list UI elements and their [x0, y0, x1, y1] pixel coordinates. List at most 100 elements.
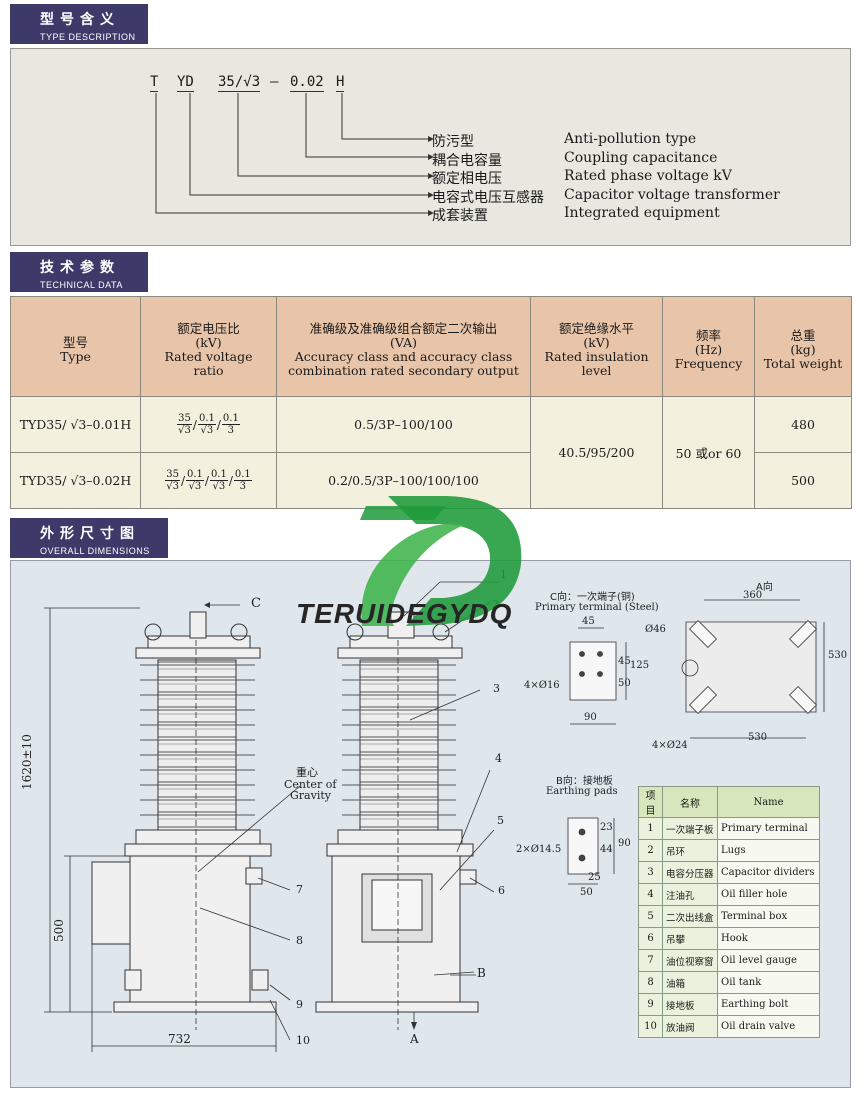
b-dim: 23 — [600, 822, 613, 833]
section-title-zh: 外形尺寸图 — [40, 526, 140, 542]
cell-weight: 500 — [754, 452, 852, 509]
side-elevation-view — [91, 611, 277, 1013]
type-code-capacitance: 0.02 — [290, 74, 324, 92]
type-code-dash: – — [270, 74, 279, 90]
type-label-zh: 耦合电容量 — [432, 153, 502, 169]
callout-4: 4 — [495, 752, 502, 765]
cell-type: TYD35/ √3–0.01H — [10, 396, 141, 453]
c-dim: 45 — [618, 656, 631, 667]
callout-8: 8 — [296, 934, 303, 947]
cell-insulation: 40.5/95/200 — [530, 396, 663, 509]
a-dim: 530 — [828, 650, 848, 661]
header-frequency: 频率(Hz)Frequency — [662, 296, 755, 397]
section-title-en: OVERALL DIMENSIONS — [40, 546, 150, 556]
b-view-earthing-pad — [567, 817, 615, 885]
parts-header-zh: 名称 — [662, 786, 718, 818]
type-label-zh: 防污型 — [432, 134, 474, 150]
type-code-yd: YD — [177, 74, 194, 92]
c-dim: 125 — [630, 660, 650, 671]
a-dim: 530 — [748, 732, 768, 743]
c-holes: 4×Ø16 — [524, 680, 560, 691]
c-view-terminal-plate — [569, 627, 627, 725]
type-label-en: Capacitor voltage transformer — [564, 187, 780, 203]
type-code-voltage: 35/√3 — [218, 74, 261, 92]
parts-header-row: 项目 名称 Name — [638, 786, 820, 818]
header-accuracy: 准确级及准确级组合额定二次输出(VA)Accuracy class and ac… — [276, 296, 531, 397]
type-label-zh: 额定相电压 — [432, 171, 502, 187]
b-dim: 50 — [580, 887, 593, 898]
section-title-zh: 型号含义 — [40, 12, 120, 28]
type-code-leader-lines — [155, 93, 434, 216]
callout-10: 10 — [296, 1034, 310, 1047]
c-direction-label: C — [251, 596, 261, 611]
callout-9: 9 — [296, 998, 303, 1011]
type-label-en: Rated phase voltage kV — [564, 168, 732, 184]
b-direction-label: B — [477, 966, 486, 980]
c-view-subtitle: Primary terminal (Steel) — [535, 602, 659, 613]
callout-6: 6 — [498, 884, 505, 897]
section-title-en: TYPE DESCRIPTION — [40, 32, 136, 42]
type-label-zh: 成套装置 — [432, 208, 488, 224]
type-label-en: Coupling capacitance — [564, 150, 718, 166]
b-dim: 90 — [618, 838, 631, 849]
section-header-type-description: 型号含义 TYPE DESCRIPTION — [10, 4, 148, 44]
a-holes: 4×Ø24 — [652, 740, 688, 751]
dimension-732: 732 — [168, 1032, 191, 1046]
cell-type: TYD35/ √3–0.02H — [10, 452, 141, 509]
type-label-en: Integrated equipment — [564, 205, 720, 221]
b-dim: 25 — [588, 872, 601, 883]
cell-frequency: 50 或or 60 — [662, 396, 755, 509]
b-holes: 2×Ø14.5 — [516, 844, 562, 855]
a-view-title: A向 — [756, 582, 773, 593]
dimension-500: 500 — [52, 919, 66, 942]
type-code-t: T — [150, 74, 159, 92]
b-dim: 44 — [600, 844, 613, 855]
a-view-base-plan — [681, 599, 825, 739]
c-dim: 45 — [582, 616, 595, 627]
callout-3: 3 — [493, 682, 500, 695]
watermark-text: TERUIDEGYDQ — [296, 598, 513, 629]
cog-label-zh: 重心 — [296, 766, 318, 779]
section-header-overall-dimensions: 外形尺寸图 OVERALL DIMENSIONS — [10, 518, 168, 558]
type-code-h: H — [336, 74, 345, 92]
b-view-subtitle: Earthing pads — [546, 786, 618, 797]
c-dim: 90 — [584, 712, 597, 723]
dimension-height: 1620±10 — [20, 734, 34, 790]
section-header-technical-data: 技术参数 TECHNICAL DATA — [10, 252, 148, 292]
callout-1: 1 — [500, 568, 507, 581]
cog-label-en: Center of — [284, 778, 337, 791]
a-direction-label: A — [410, 1032, 419, 1046]
header-weight: 总重(kg)Total weight — [754, 296, 852, 397]
c-view-title: C向：一次端子(铜) — [550, 592, 635, 603]
cog-label-en: Gravity — [290, 789, 331, 802]
section-title-zh: 技术参数 — [40, 260, 120, 276]
a-dim: 360 — [743, 590, 763, 601]
type-label-zh: 电容式电压互感器 — [432, 190, 544, 206]
a-dim: Ø46 — [645, 624, 666, 635]
parts-header-no: 项目 — [638, 786, 663, 818]
type-label-en: Anti-pollution type — [564, 131, 697, 147]
c-dim: 50 — [618, 678, 631, 689]
parts-header-en: Name — [717, 786, 820, 818]
front-elevation-view — [315, 611, 479, 1013]
b-view-title: B向：接地板 — [556, 776, 613, 787]
